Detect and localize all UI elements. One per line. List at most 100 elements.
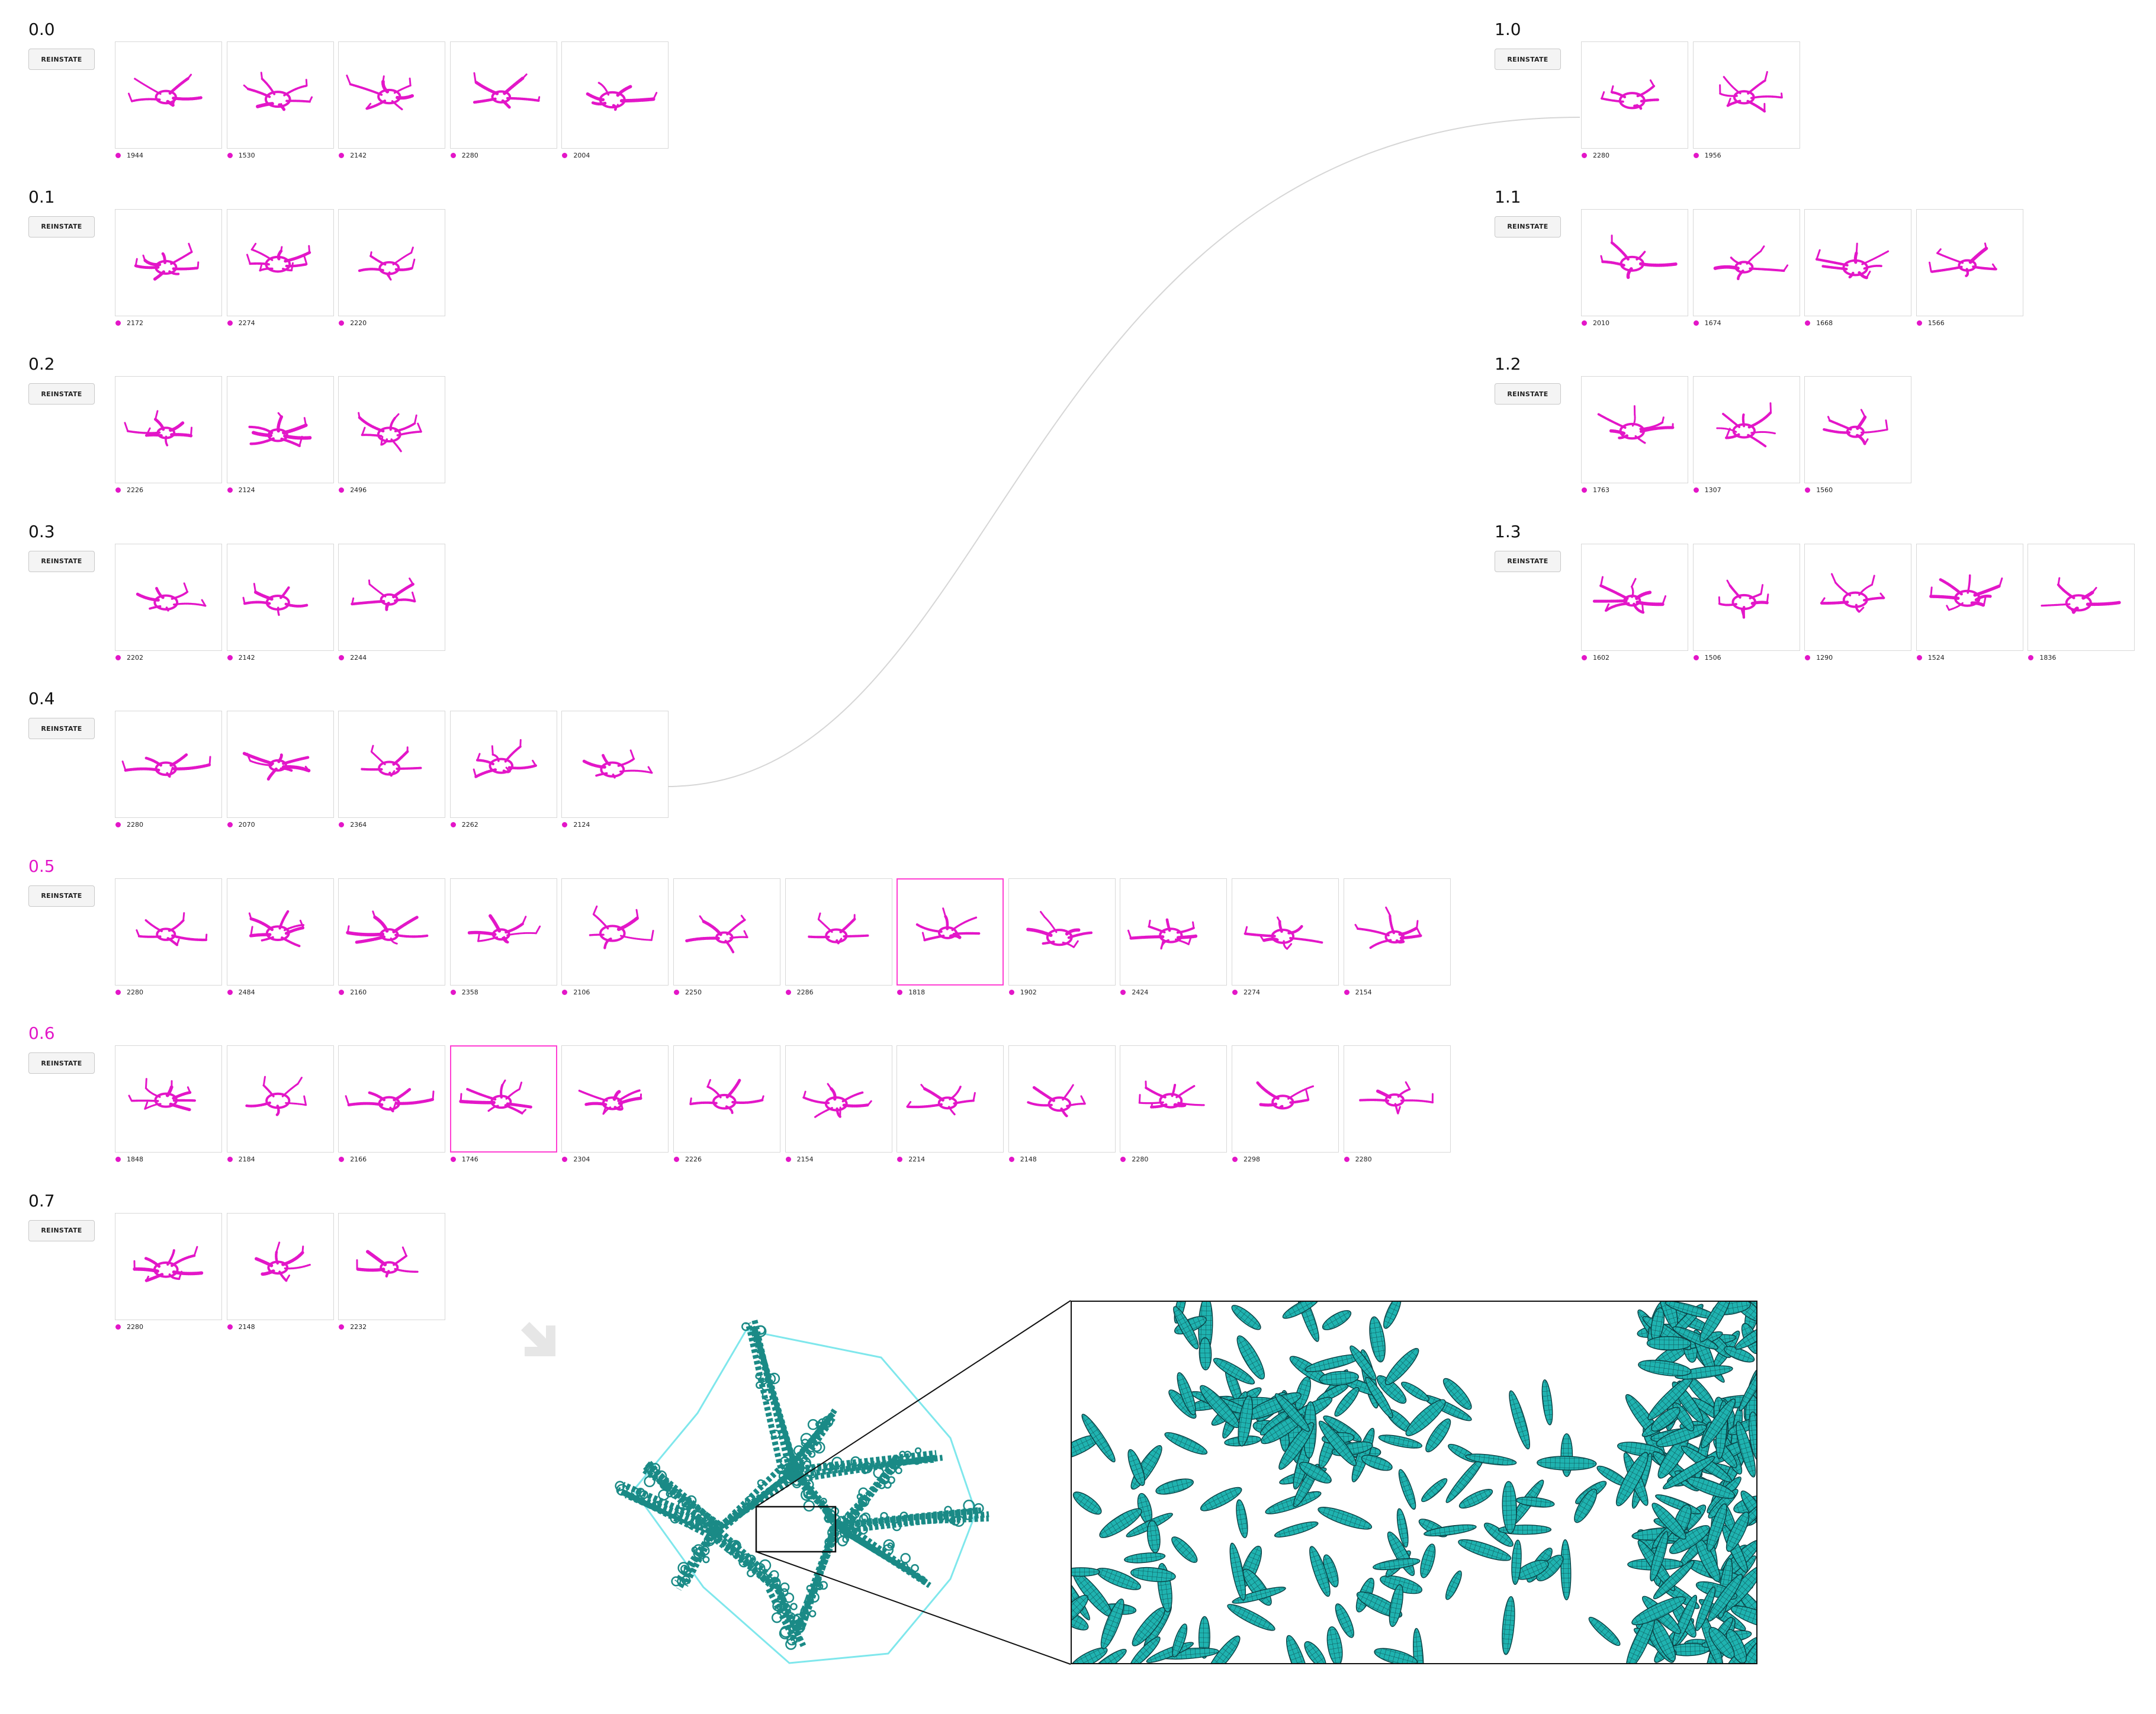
variant-thumbnail[interactable]: [1916, 543, 2023, 651]
variant-thumbnail[interactable]: [449, 1045, 557, 1153]
variant-thumbnail[interactable]: [1581, 208, 1688, 316]
variant-thumbnail[interactable]: [785, 1045, 892, 1153]
variant-thumbnail[interactable]: [1343, 1045, 1451, 1153]
vertex-count: 2154: [796, 1155, 814, 1163]
status-dot: [562, 153, 568, 158]
variant-thumbnail[interactable]: [2028, 543, 2135, 651]
molecule-preview: [1718, 579, 1769, 619]
reinstate-button[interactable]: REINSTATE: [1495, 216, 1561, 237]
variant-thumbnail[interactable]: [115, 376, 222, 483]
variant-thumbnail[interactable]: [226, 41, 334, 149]
molecule-preview: [473, 72, 541, 109]
status-dot: [115, 320, 121, 326]
variant-thumbnail[interactable]: [673, 1045, 780, 1153]
variant-thumbnail[interactable]: [1232, 1045, 1339, 1153]
reinstate-button[interactable]: REINSTATE: [28, 550, 95, 572]
variant-thumbnail[interactable]: [785, 878, 892, 986]
variant-thumbnail[interactable]: [1008, 878, 1116, 986]
vertex-count: 2070: [238, 821, 255, 829]
variant-thumbnail[interactable]: [561, 711, 669, 818]
molecule-preview: [905, 1084, 976, 1116]
vertex-count: 2280: [127, 1323, 143, 1331]
variant-thumbnail[interactable]: [449, 878, 557, 986]
variant-thumbnail[interactable]: [226, 878, 334, 986]
reinstate-button[interactable]: REINSTATE: [1495, 49, 1561, 70]
molecule-preview: [1713, 245, 1788, 280]
vertex-count: 2124: [573, 821, 590, 829]
variant-thumbnail[interactable]: [1343, 878, 1451, 986]
variant-thumbnail[interactable]: [115, 878, 222, 986]
molecule-preview: [134, 242, 200, 281]
variant-thumbnail[interactable]: [226, 208, 334, 316]
reinstate-button[interactable]: REINSTATE: [1495, 550, 1561, 572]
variant-thumbnail[interactable]: [561, 41, 669, 149]
variant-thumbnail[interactable]: [338, 711, 446, 818]
variant-thumbnail[interactable]: [1804, 376, 1912, 483]
status-dot: [227, 487, 233, 493]
generation-label: 0.4: [28, 689, 55, 708]
variant-thumbnail[interactable]: [338, 1212, 446, 1320]
reinstate-button[interactable]: REINSTATE: [28, 1052, 95, 1074]
variant-thumbnail[interactable]: [1804, 208, 1912, 316]
variant-thumbnail[interactable]: [226, 1045, 334, 1153]
variant-thumbnail[interactable]: [115, 543, 222, 651]
molecule-preview: [346, 910, 429, 945]
variant-thumbnail[interactable]: [1804, 543, 1912, 651]
variant-thumbnail[interactable]: [561, 878, 669, 986]
variant-thumbnail[interactable]: [226, 543, 334, 651]
variant-thumbnail[interactable]: [1120, 1045, 1228, 1153]
reinstate-button[interactable]: REINSTATE: [28, 216, 95, 237]
variant-thumbnail[interactable]: [226, 711, 334, 818]
variant-thumbnail[interactable]: [449, 41, 557, 149]
variant-thumbnail[interactable]: [338, 878, 446, 986]
variant-thumbnail[interactable]: [115, 711, 222, 818]
variant-thumbnail[interactable]: [226, 1212, 334, 1320]
variant-thumbnail[interactable]: [338, 543, 446, 651]
variant-thumbnail[interactable]: [1581, 543, 1688, 651]
variant-thumbnail[interactable]: [115, 208, 222, 316]
variant-thumbnail[interactable]: [338, 1045, 446, 1153]
vertex-count: 2364: [350, 821, 367, 829]
vertex-count: 1902: [1020, 988, 1037, 996]
status-dot: [1805, 487, 1811, 493]
variant-thumbnail[interactable]: [1008, 1045, 1116, 1153]
variant-thumbnail[interactable]: [338, 41, 446, 149]
reinstate-button[interactable]: REINSTATE: [28, 1219, 95, 1241]
variant-thumbnail[interactable]: [115, 1045, 222, 1153]
variant-thumbnail[interactable]: [338, 376, 446, 483]
status-dot: [1344, 1157, 1349, 1162]
reinstate-button[interactable]: REINSTATE: [28, 383, 95, 405]
variant-thumbnail[interactable]: [561, 1045, 669, 1153]
variant-thumbnail[interactable]: [1232, 878, 1339, 986]
variant-thumbnail[interactable]: [897, 878, 1004, 986]
variant-thumbnail[interactable]: [1581, 376, 1688, 483]
variant-thumbnail[interactable]: [1692, 376, 1800, 483]
variant-thumbnail[interactable]: [115, 41, 222, 149]
variant-thumbnail[interactable]: [1120, 878, 1228, 986]
variant-thumbnail[interactable]: [449, 711, 557, 818]
variant-thumbnail[interactable]: [226, 376, 334, 483]
variant-thumbnail[interactable]: [1581, 41, 1688, 149]
vertex-count: 2184: [238, 1155, 255, 1163]
variant-thumbnail[interactable]: [897, 1045, 1004, 1153]
molecule-preview: [915, 907, 981, 941]
variant-thumbnail[interactable]: [1692, 208, 1800, 316]
molecule-preview: [1820, 573, 1886, 613]
variant-thumbnail[interactable]: [1692, 543, 1800, 651]
variant-thumbnail[interactable]: [1916, 208, 2023, 316]
status-dot: [785, 1157, 791, 1162]
variant-thumbnail[interactable]: [115, 1212, 222, 1320]
reinstate-button[interactable]: REINSTATE: [28, 49, 95, 70]
variant-thumbnail[interactable]: [338, 208, 446, 316]
molecule-preview: [345, 1088, 435, 1113]
reinstate-button[interactable]: REINSTATE: [1495, 383, 1561, 405]
vertex-count: 1836: [2039, 653, 2057, 662]
reinstate-button[interactable]: REINSTATE: [28, 718, 95, 739]
vertex-count: 1956: [1704, 152, 1721, 159]
variant-thumbnail[interactable]: [673, 878, 780, 986]
molecule-preview: [351, 577, 417, 611]
variant-thumbnail[interactable]: [1692, 41, 1800, 149]
generation-label: 0.0: [28, 20, 55, 39]
reinstate-button[interactable]: REINSTATE: [28, 885, 95, 907]
